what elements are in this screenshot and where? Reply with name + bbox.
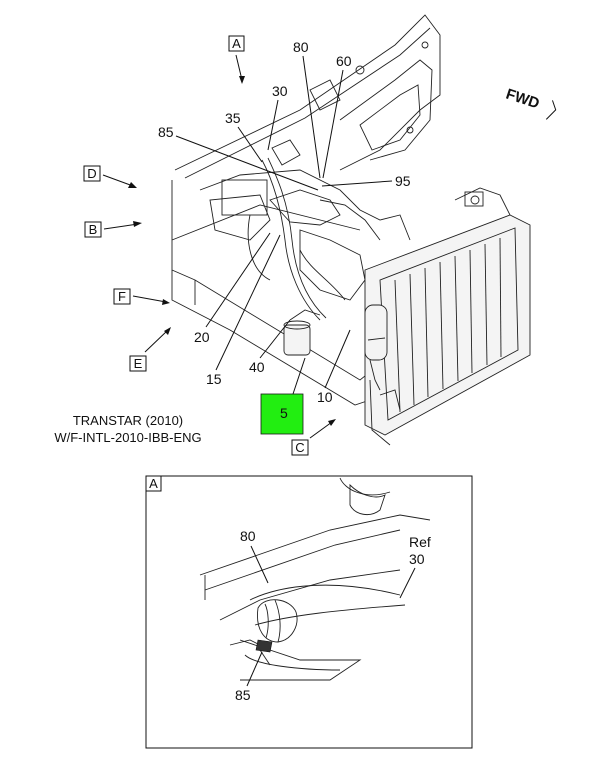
- callout-60: 60: [322, 53, 352, 179]
- svg-text:E: E: [134, 356, 143, 371]
- callout-30: 30: [267, 83, 288, 151]
- engine-illustration: [171, 14, 531, 446]
- callout-5-highlighted[interactable]: 5: [260, 357, 306, 435]
- fwd-label: FWD: [504, 86, 542, 113]
- forward-direction-indicator: FWD: [504, 86, 557, 120]
- callout-85: 85: [158, 124, 319, 191]
- svg-text:F: F: [118, 289, 126, 304]
- svg-text:85: 85: [235, 687, 251, 703]
- svg-text:80: 80: [293, 39, 309, 55]
- highlight-box: [260, 393, 304, 435]
- caption: TRANSTAR (2010) W/F-INTL-2010-IBB-ENG: [54, 413, 201, 445]
- svg-text:10: 10: [317, 389, 333, 405]
- svg-text:D: D: [87, 166, 96, 181]
- callout-35: 35: [225, 110, 263, 163]
- view-label-B: B: [84, 221, 142, 238]
- svg-text:30: 30: [272, 83, 288, 99]
- view-label-E: E: [129, 327, 171, 372]
- svg-text:95: 95: [395, 173, 411, 189]
- callout-80: 80: [293, 39, 321, 179]
- svg-text:A: A: [232, 36, 241, 51]
- callout-15: 15: [206, 234, 281, 387]
- callout-20: 20: [194, 232, 271, 345]
- view-label-F: F: [113, 288, 170, 305]
- view-label-D: D: [83, 165, 137, 188]
- view-label-C: C: [291, 419, 336, 456]
- svg-text:C: C: [295, 440, 304, 455]
- svg-text:Ref: Ref: [409, 534, 431, 550]
- svg-text:35: 35: [225, 110, 241, 126]
- svg-text:A: A: [149, 476, 158, 491]
- svg-text:40: 40: [249, 359, 265, 375]
- svg-text:60: 60: [336, 53, 352, 69]
- callout-10: 10: [317, 329, 351, 405]
- radiator-fins: [394, 237, 502, 413]
- view-label-A: A: [228, 35, 245, 84]
- svg-text:5: 5: [280, 405, 288, 421]
- svg-text:30: 30: [409, 551, 425, 567]
- svg-text:B: B: [89, 222, 98, 237]
- callout-95: 95: [321, 173, 411, 189]
- svg-text:20: 20: [194, 329, 210, 345]
- caption-line2: W/F-INTL-2010-IBB-ENG: [54, 430, 201, 445]
- svg-text:80: 80: [240, 528, 256, 544]
- caption-line1: TRANSTAR (2010): [73, 413, 183, 428]
- svg-text:15: 15: [206, 371, 222, 387]
- detail-view-a: A 80 Ref 30 85: [145, 475, 473, 749]
- svg-text:85: 85: [158, 124, 174, 140]
- callout-40: 40: [249, 319, 291, 375]
